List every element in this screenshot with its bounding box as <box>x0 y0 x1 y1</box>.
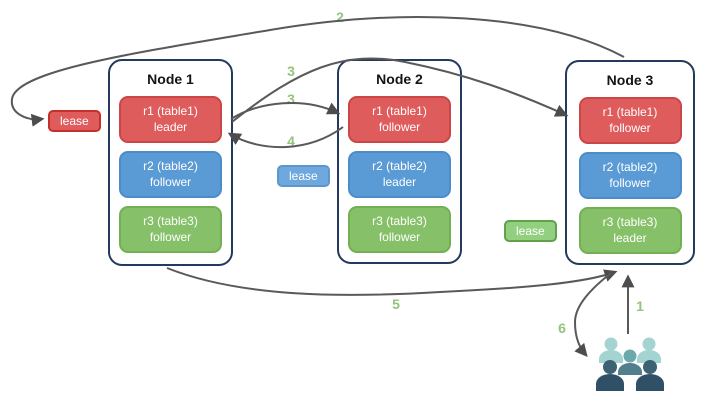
replica-node2-r1: r1 (table1) follower <box>348 96 451 143</box>
node-3: Node 3 r1 (table1) follower r2 (table2) … <box>565 60 695 265</box>
replica-role: leader <box>382 174 417 189</box>
replica-name: r3 (table3) <box>372 214 427 229</box>
replica-role: follower <box>609 175 651 190</box>
replica-name: r1 (table1) <box>602 105 658 120</box>
replica-node1-r3: r3 (table3) follower <box>119 206 222 253</box>
replica-node1-r1: r1 (table1) leader <box>119 96 222 143</box>
node-3-title: Node 3 <box>606 72 654 88</box>
replica-role: follower <box>149 229 192 244</box>
replica-node1-r2: r2 (table2) follower <box>119 151 222 198</box>
arrow-3-leader-to-node2 <box>230 102 341 120</box>
node-2-title: Node 2 <box>376 71 423 87</box>
replica-name: r3 (table3) <box>602 215 658 230</box>
replica-name: r1 (table1) <box>372 104 427 119</box>
arrow-5-node1-to-node3 <box>166 267 618 296</box>
replica-name: r2 (table2) <box>372 159 427 174</box>
replica-role: follower <box>149 174 192 189</box>
replica-role: follower <box>609 120 651 135</box>
arrow-label-5: 5 <box>392 296 400 312</box>
replica-name: r3 (table3) <box>143 214 198 229</box>
replica-node3-r1: r1 (table1) follower <box>578 97 682 144</box>
replica-node3-r2: r2 (table2) follower <box>578 152 682 199</box>
users-icon <box>596 337 664 391</box>
replica-role: leader <box>613 230 647 245</box>
replica-role: leader <box>153 119 188 134</box>
replica-node3-r3: r3 (table3) leader <box>578 207 682 254</box>
arrow-label-3-top: 3 <box>287 63 295 79</box>
arrow-2-node3-to-lease1 <box>10 16 625 127</box>
arrow-label-1: 1 <box>636 298 644 314</box>
node-1-title: Node 1 <box>147 71 194 87</box>
replica-node2-r3: r3 (table3) follower <box>348 206 451 253</box>
replica-name: r2 (table2) <box>143 159 198 174</box>
arrow-label-4: 4 <box>287 133 295 149</box>
arrow-label-3-mid: 3 <box>287 91 295 107</box>
arrow-label-6: 6 <box>558 320 566 336</box>
lease-badge-blue: lease <box>277 165 330 187</box>
arrow-label-2: 2 <box>336 9 344 25</box>
lease-badge-green: lease <box>504 220 557 242</box>
replica-node2-r2: r2 (table2) leader <box>348 151 451 198</box>
replica-role: follower <box>378 119 421 134</box>
replica-role: follower <box>378 229 421 244</box>
replica-name: r1 (table1) <box>143 104 198 119</box>
lease-badge-red: lease <box>48 110 101 132</box>
node-1: Node 1 r1 (table1) leader r2 (table2) fo… <box>108 59 233 266</box>
replica-name: r2 (table2) <box>602 160 658 175</box>
node-2: Node 2 r1 (table1) follower r2 (table2) … <box>337 59 462 264</box>
